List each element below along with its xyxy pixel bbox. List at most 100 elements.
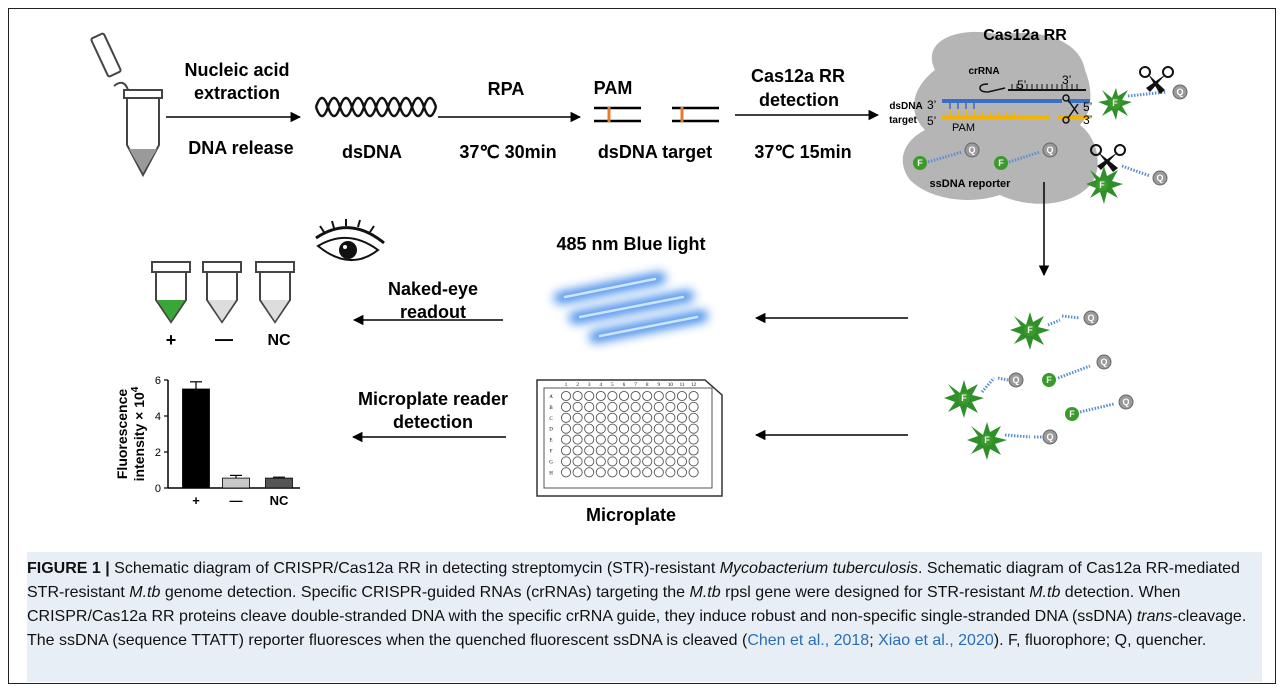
plate-well — [665, 434, 676, 445]
cleaved-reporter-4 — [1065, 394, 1134, 421]
label-pam-top: PAM — [594, 78, 633, 98]
plate-well — [584, 412, 595, 423]
plate-well — [676, 390, 688, 402]
plate-column-label: 8 — [646, 383, 649, 388]
plate-well — [595, 445, 606, 456]
y-tick-label: 6 — [155, 375, 161, 387]
plate-well — [572, 423, 583, 434]
label-rpa: RPA — [488, 79, 525, 99]
reporter-bottom-right — [1086, 144, 1168, 204]
label-tube-minus: — — [215, 329, 233, 349]
plate-well — [665, 401, 676, 412]
plate-well — [618, 467, 630, 478]
caption-text: Schematic diagram of CRISPR/Cas12a RR in… — [109, 560, 720, 577]
plate-well — [653, 412, 664, 423]
fluorophore-label: F — [1112, 98, 1118, 108]
scissors-icon — [1139, 66, 1174, 94]
plate-well — [607, 456, 618, 467]
plate-well — [572, 434, 583, 445]
plate-well — [642, 445, 653, 456]
caption-text: rpsl gene were designed for STR-resistan… — [720, 584, 1030, 601]
plate-well — [618, 456, 630, 467]
plate-well — [630, 401, 641, 412]
plate-well — [653, 401, 664, 412]
plate-well — [642, 456, 653, 467]
plate-well — [676, 456, 688, 467]
plate-well — [642, 390, 653, 402]
quencher-label: Q — [1122, 397, 1129, 407]
plate-well — [618, 445, 630, 456]
plate-well — [618, 434, 630, 445]
label-nucleic-acid-1: Nucleic acid — [184, 60, 289, 80]
label-rpa-condition: 37℃ 30min — [459, 142, 556, 162]
cleaved-reporter-2 — [944, 372, 1024, 418]
plate-well — [688, 390, 699, 402]
plate-well — [560, 467, 572, 478]
sample-tube — [90, 32, 163, 178]
plate-well — [630, 467, 641, 478]
plate-well — [630, 434, 641, 445]
plate-well — [572, 401, 583, 412]
label-tube-plus: + — [166, 330, 177, 350]
plate-well — [607, 401, 618, 412]
plate-well — [595, 434, 606, 445]
citation-link-chen[interactable]: Chen et al., 2018 — [747, 632, 870, 649]
scissors-icon — [1090, 144, 1126, 172]
x-tick-label: — — [230, 493, 243, 508]
plate-column-label: 6 — [623, 383, 626, 388]
label-cas12a-detection-2: detection — [759, 90, 839, 110]
plate-well — [665, 467, 676, 478]
plate-well — [665, 445, 676, 456]
plate-well — [572, 467, 583, 478]
dsdna-target-pair — [594, 106, 719, 123]
plate-well — [607, 423, 618, 434]
cleaved-reporter-1 — [1010, 310, 1099, 350]
plate-well — [676, 423, 688, 434]
caption-italic: M.tb — [689, 584, 721, 601]
plate-well — [688, 456, 699, 467]
fluorophore-label: F — [1046, 375, 1052, 385]
plate-well — [572, 390, 583, 402]
plate-column-label: 12 — [691, 383, 697, 388]
caption-italic: M.tb — [1029, 584, 1061, 601]
x-tick-label: + — [192, 493, 200, 508]
label-dna-release: DNA release — [188, 138, 293, 158]
caption-text: ; — [869, 632, 879, 649]
plate-row-label: E — [549, 439, 552, 444]
label-naked-eye-2: readout — [400, 302, 466, 322]
plate-well — [560, 390, 572, 402]
quencher-label: Q — [1100, 357, 1107, 367]
plate-well — [688, 401, 699, 412]
plate-well — [676, 467, 688, 478]
caption-italic: trans — [1136, 608, 1173, 625]
plate-well — [642, 423, 653, 434]
label-dsdna-target: dsDNA target — [598, 142, 712, 162]
plate-well — [572, 412, 583, 423]
plate-well — [630, 456, 641, 467]
bar — [182, 388, 210, 489]
plate-well — [676, 412, 688, 423]
plate-well — [665, 390, 676, 402]
citation-link-xiao[interactable]: Xiao et al., 2020 — [878, 632, 994, 649]
plate-well — [676, 445, 688, 456]
quencher-label: Q — [968, 145, 975, 155]
plate-well — [584, 434, 595, 445]
plate-well — [688, 423, 699, 434]
plate-row-label: B — [549, 406, 553, 411]
plate-column-label: 10 — [668, 383, 674, 388]
blue-light-beams — [554, 272, 708, 343]
plate-well — [607, 467, 618, 478]
plate-row-label: F — [550, 450, 553, 455]
fluorophore-label: F — [998, 158, 1004, 168]
plate-well — [584, 423, 595, 434]
label-microplate: Microplate — [586, 505, 676, 525]
dsdna-helix — [314, 96, 438, 118]
plate-well — [688, 445, 699, 456]
quencher-label: Q — [1012, 375, 1019, 385]
label-crrna: crRNA — [968, 66, 999, 77]
bar — [222, 477, 250, 489]
fluorophore-label: F — [1069, 409, 1075, 419]
plate-well — [607, 445, 618, 456]
